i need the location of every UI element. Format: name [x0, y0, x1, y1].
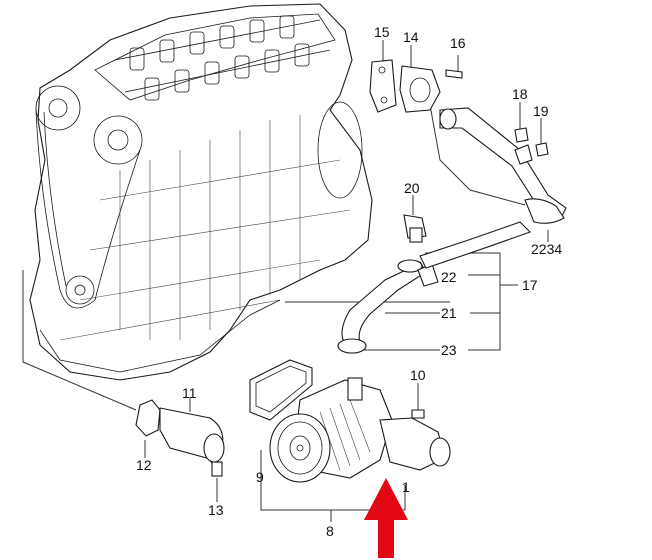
callout-labels: 1 8 9 10 11 12 13 14 15 16 17 18 19 20 2…: [136, 24, 562, 539]
coolant-hose-drawing: [337, 221, 532, 354]
callout-11: 11: [182, 385, 197, 401]
callout-20: 20: [404, 180, 420, 196]
engine-block-drawing: [29, 3, 373, 381]
water-pump-drawing: [249, 359, 451, 483]
callout-19: 19: [533, 103, 549, 119]
callout-15: 15: [374, 24, 390, 40]
callout-18: 18: [512, 86, 528, 102]
callout-9: 9: [256, 469, 264, 485]
callout-12: 12: [136, 457, 152, 473]
red-pointer-arrow: [364, 478, 408, 558]
callout-21: 21: [441, 305, 457, 321]
water-outlet-pipe-drawing: [135, 399, 225, 477]
callout-8: 8: [326, 523, 334, 539]
callout-23: 23: [441, 342, 457, 358]
bypass-pipe-drawing: [369, 59, 567, 243]
callout-1: 1: [402, 479, 410, 495]
callout-10: 10: [410, 367, 426, 383]
callout-16: 16: [450, 35, 466, 51]
callout-17: 17: [522, 277, 538, 293]
callout-14: 14: [403, 29, 419, 45]
callout-22: 22: [441, 269, 457, 285]
callout-13: 13: [208, 502, 224, 518]
callout-2234: 2234: [531, 241, 562, 257]
